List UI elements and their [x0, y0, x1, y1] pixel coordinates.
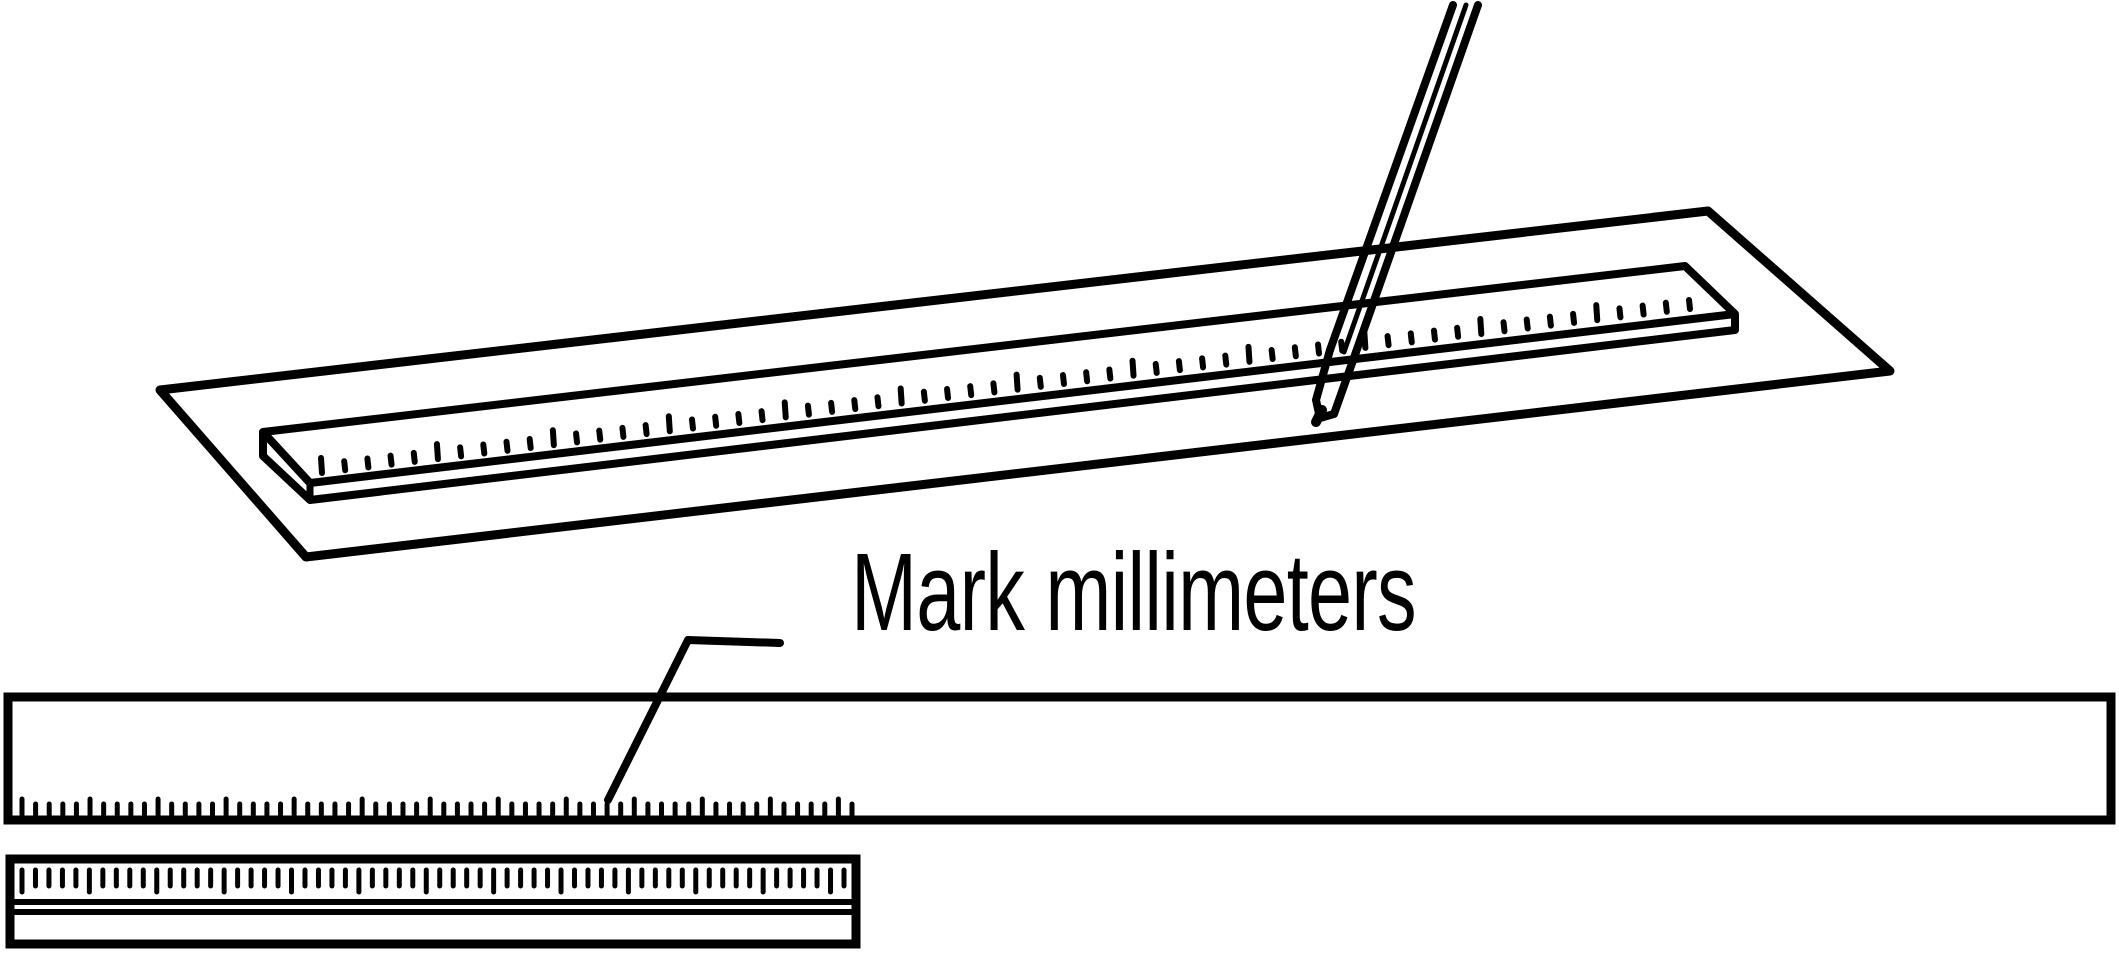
ruler-tick — [619, 424, 627, 440]
ruler-tick — [1338, 338, 1346, 354]
ruler-tick — [573, 430, 581, 446]
ruler-tick — [318, 455, 325, 476]
ruler-tick — [1129, 357, 1137, 379]
ruler-tick — [1222, 352, 1230, 368]
ruler-tick — [1593, 302, 1601, 324]
ruler-tick — [804, 402, 812, 418]
ruler-tick — [688, 416, 696, 432]
ruler-tick — [1268, 347, 1276, 363]
ruler-tick — [364, 455, 372, 471]
annotation-label: Mark millimeters — [851, 531, 1417, 654]
ruler-tick — [433, 441, 441, 463]
ruler-tick — [1407, 330, 1415, 346]
ruler-tick-marks-perspective — [318, 297, 1693, 476]
ruler-tick — [665, 413, 673, 435]
ruler-tick — [1570, 310, 1578, 326]
ruler-tick — [1477, 316, 1485, 338]
ruler-tick — [1199, 355, 1207, 371]
pencil-body-right — [1352, 1, 1482, 356]
ruler-tick — [1059, 372, 1067, 388]
pencil-body-ridge — [1341, 2, 1469, 355]
ruler-tick — [874, 394, 882, 410]
marked-strip — [3, 692, 2116, 825]
ruler-tick — [1454, 324, 1462, 340]
ruler-tick — [1083, 369, 1091, 385]
ruler-tick — [851, 397, 859, 413]
ruler-tick — [526, 435, 534, 451]
ruler-tick — [897, 385, 905, 407]
ruler-tick — [1616, 305, 1624, 321]
pencil-lead — [1311, 405, 1327, 427]
pencil-icon — [1311, 1, 1482, 427]
ruler-tick — [480, 441, 488, 457]
ruler-tick — [920, 388, 928, 404]
ruler-tick — [1500, 319, 1508, 335]
ruler-tick — [457, 444, 465, 460]
ruler-tick — [549, 427, 557, 449]
ruler-tick — [735, 410, 743, 426]
ruler-side-tick-marks — [19, 867, 847, 895]
ruler-tick — [341, 458, 349, 474]
ruler-tick — [1291, 344, 1299, 360]
ruler-tick — [758, 408, 766, 424]
strip-perspective — [155, 206, 1895, 562]
ruler-tick — [1384, 333, 1392, 349]
ruler-tick — [596, 427, 604, 443]
ruler-tick — [642, 422, 650, 438]
ruler-tick — [1639, 302, 1647, 318]
ruler-tick — [1013, 371, 1021, 393]
ruler-tick — [1245, 343, 1253, 365]
ruler-tick — [387, 452, 395, 468]
ruler-tick — [781, 399, 789, 421]
ruler-perspective — [259, 262, 1739, 504]
pencil-body-left — [1326, 1, 1457, 354]
annotation-leader — [604, 636, 784, 804]
ruler-tick — [410, 449, 418, 465]
ruler-tick — [1686, 297, 1693, 312]
ruler-tick — [1315, 341, 1323, 357]
ruler-tick — [990, 380, 998, 396]
ruler-tick — [1430, 327, 1438, 343]
ruler-tick — [503, 438, 511, 454]
ruler-tick — [712, 413, 720, 429]
ruler-tick — [1175, 358, 1183, 374]
ruler-tick — [1036, 374, 1044, 390]
ruler-tick — [967, 383, 975, 399]
ruler-tick — [828, 399, 836, 415]
ruler-tick — [1152, 360, 1160, 376]
ruler-tick — [1662, 299, 1670, 315]
ruler-tick — [1546, 313, 1554, 329]
ruler-tick — [944, 385, 952, 401]
ruler-tick — [1106, 366, 1114, 382]
strip-tick-marks — [19, 796, 855, 818]
ruler-tick — [1523, 316, 1531, 332]
